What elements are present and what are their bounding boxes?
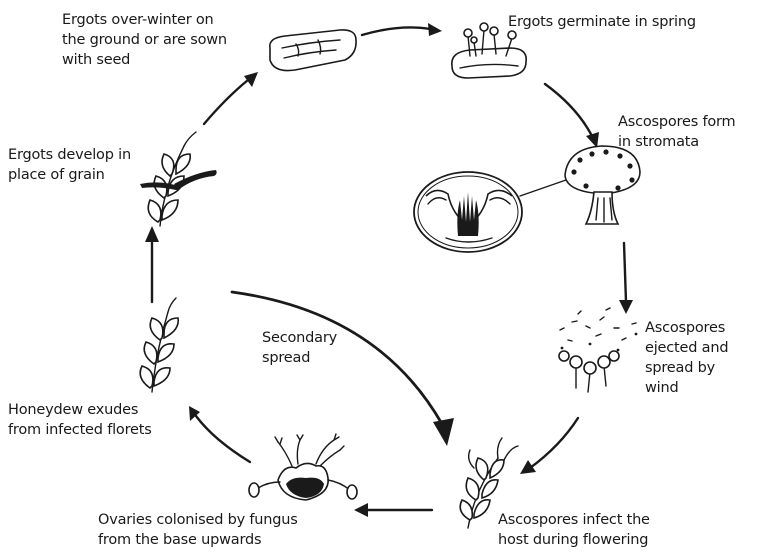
arrow-colonised-to-honeydew [189,406,250,462]
arrow-infect-to-colonised [354,503,432,517]
ergot-ear-icon [140,132,217,226]
ovary-icon [249,434,357,500]
arrow-secondary-spread [232,292,454,446]
label-ergots-develop: Ergots develop in place of grain [8,145,131,185]
arrow-overwinter-to-germinate [362,23,442,36]
label-ascospores-infect: Ascospores infect the host during flower… [498,510,650,550]
label-ascospores-ejected: Ascospores ejected and spread by wind [645,318,728,398]
arrow-honeydew-to-develop [145,226,159,302]
label-overwinter: Ergots over-winter on the ground or are … [62,10,227,70]
spore-ejection-icon [559,308,637,392]
arrow-develop-to-overwinter [204,72,258,124]
label-germinate: Ergots germinate in spring [508,12,696,32]
label-ovaries-colonised: Ovaries colonised by fungus from the bas… [98,510,298,550]
ergot-sclerotium-icon [270,30,356,71]
arrow-germinate-to-stromata [545,84,599,148]
perithecium-section-icon [414,172,522,252]
label-ascospores-form: Ascospores form in stromata [618,112,735,152]
arrow-ejected-to-infect [520,418,578,474]
arrow-stromata-to-ejected [619,243,633,314]
stroma-icon [520,146,640,224]
label-honeydew: Honeydew exudes from infected florets [8,400,152,440]
honeydew-ear-icon [140,298,178,392]
label-secondary-spread: Secondary spread [262,328,337,368]
